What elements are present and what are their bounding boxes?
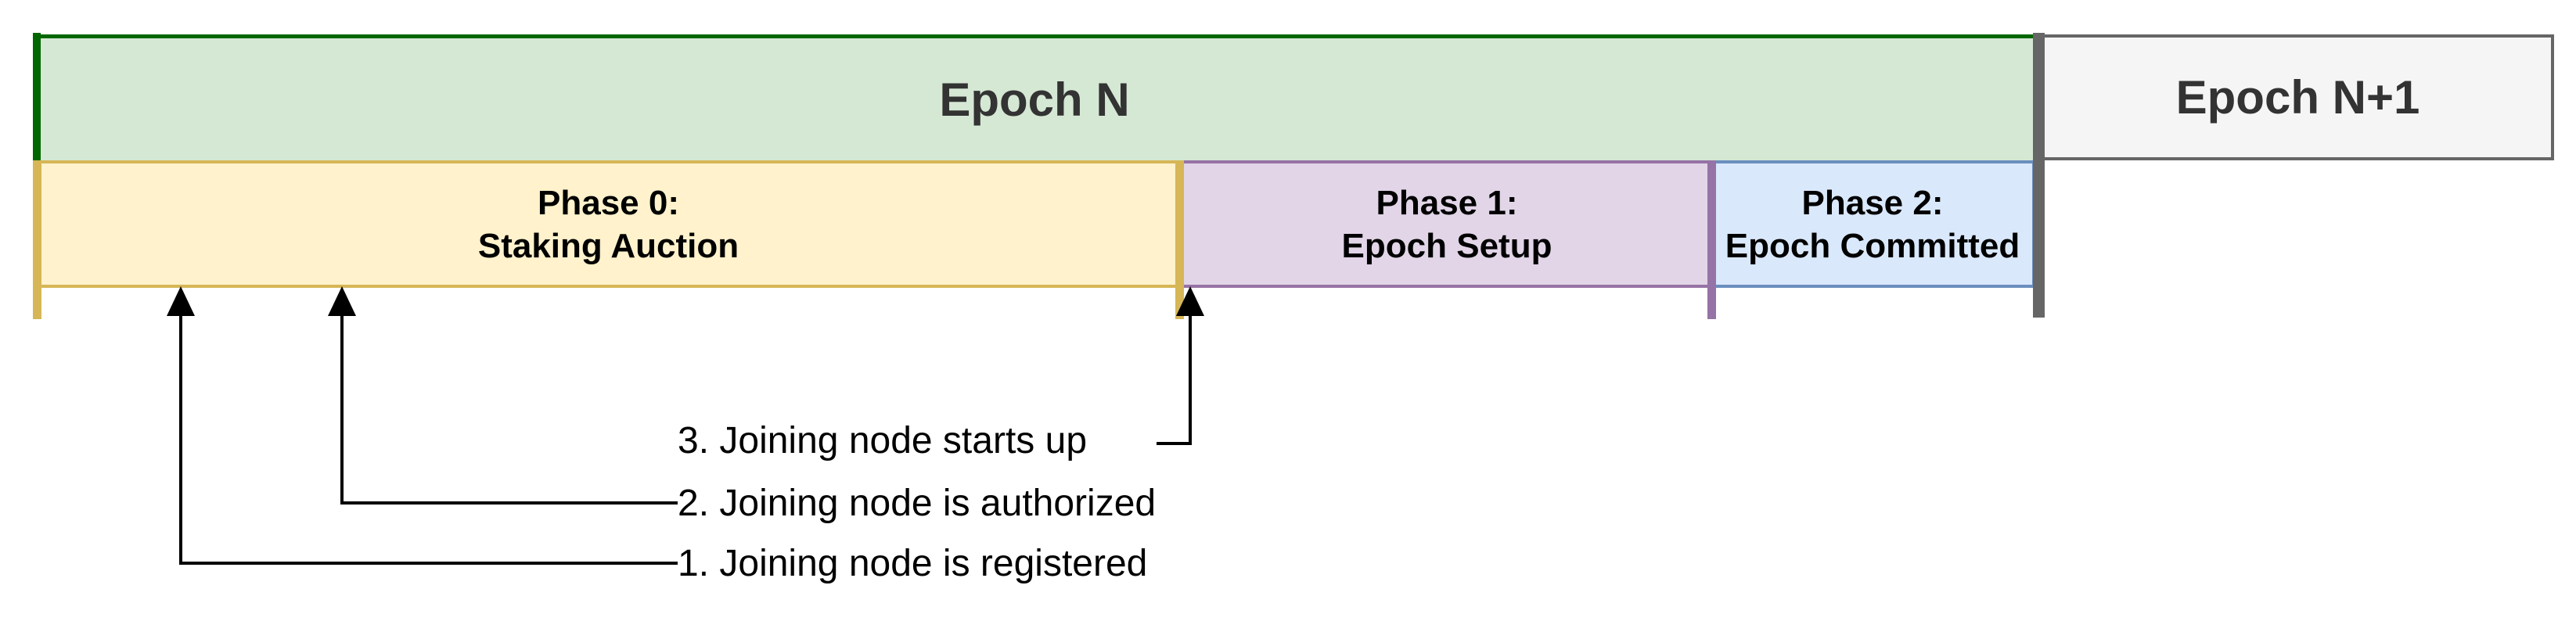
epoch-n-left-border: [33, 33, 41, 160]
epoch-n-label: Epoch N: [939, 73, 1130, 126]
annotation-2-label: 2. Joining node is authorized: [678, 482, 1157, 524]
arrow-3-vertical-line: [1189, 311, 1192, 445]
phase-1-label-line1: Phase 1:: [1376, 183, 1518, 222]
phase-1-phase-2-boundary-tick: [1707, 160, 1716, 319]
arrow-3-arrowhead-icon: [1176, 286, 1204, 316]
epoch-n-plus-1-label: Epoch N+1: [2175, 71, 2420, 124]
phase-0-left-border-tick: [33, 160, 41, 319]
phase-2-label-line2: Epoch Committed: [1725, 226, 2020, 265]
arrow-2-arrowhead-icon: [328, 286, 356, 316]
arrow-1-horizontal-line: [179, 562, 678, 565]
phase-1-label: Phase 1: Epoch Setup: [1342, 181, 1552, 268]
phase-2-label-line1: Phase 2:: [1801, 183, 1944, 222]
arrow-2-horizontal-line: [340, 501, 678, 505]
phase-0-label-line1: Phase 0:: [538, 183, 679, 222]
annotation-3-label: 3. Joining node starts up: [678, 419, 1088, 461]
phase-0-band: Phase 0: Staking Auction: [33, 160, 1184, 288]
epoch-n-band: Epoch N: [33, 34, 2036, 160]
annotation-1-label: 1. Joining node is registered: [678, 542, 1148, 584]
annotation-joining-node-registered: 1. Joining node is registered: [678, 540, 1147, 587]
arrow-2-vertical-line: [340, 311, 344, 505]
annotation-joining-node-starts-up: 3. Joining node starts up: [678, 417, 1087, 464]
arrow-3-horizontal-line: [1157, 442, 1192, 445]
epoch-n-plus-1-band: Epoch N+1: [2042, 34, 2554, 160]
phase-2-band: Phase 2: Epoch Committed: [1710, 160, 2035, 288]
phase-0-phase-1-boundary-tick: [1175, 160, 1184, 319]
arrow-1-vertical-line: [179, 311, 182, 565]
phase-1-band: Phase 1: Epoch Setup: [1178, 160, 1716, 288]
phase-0-label-line2: Staking Auction: [477, 226, 739, 265]
arrow-1-arrowhead-icon: [167, 286, 195, 316]
epoch-boundary-divider: [2033, 33, 2045, 318]
phase-0-label: Phase 0: Staking Auction: [478, 181, 739, 268]
phase-2-label: Phase 2: Epoch Committed: [1725, 181, 2020, 268]
phase-1-label-line2: Epoch Setup: [1341, 226, 1552, 265]
annotation-joining-node-authorized: 2. Joining node is authorized: [678, 479, 1156, 526]
